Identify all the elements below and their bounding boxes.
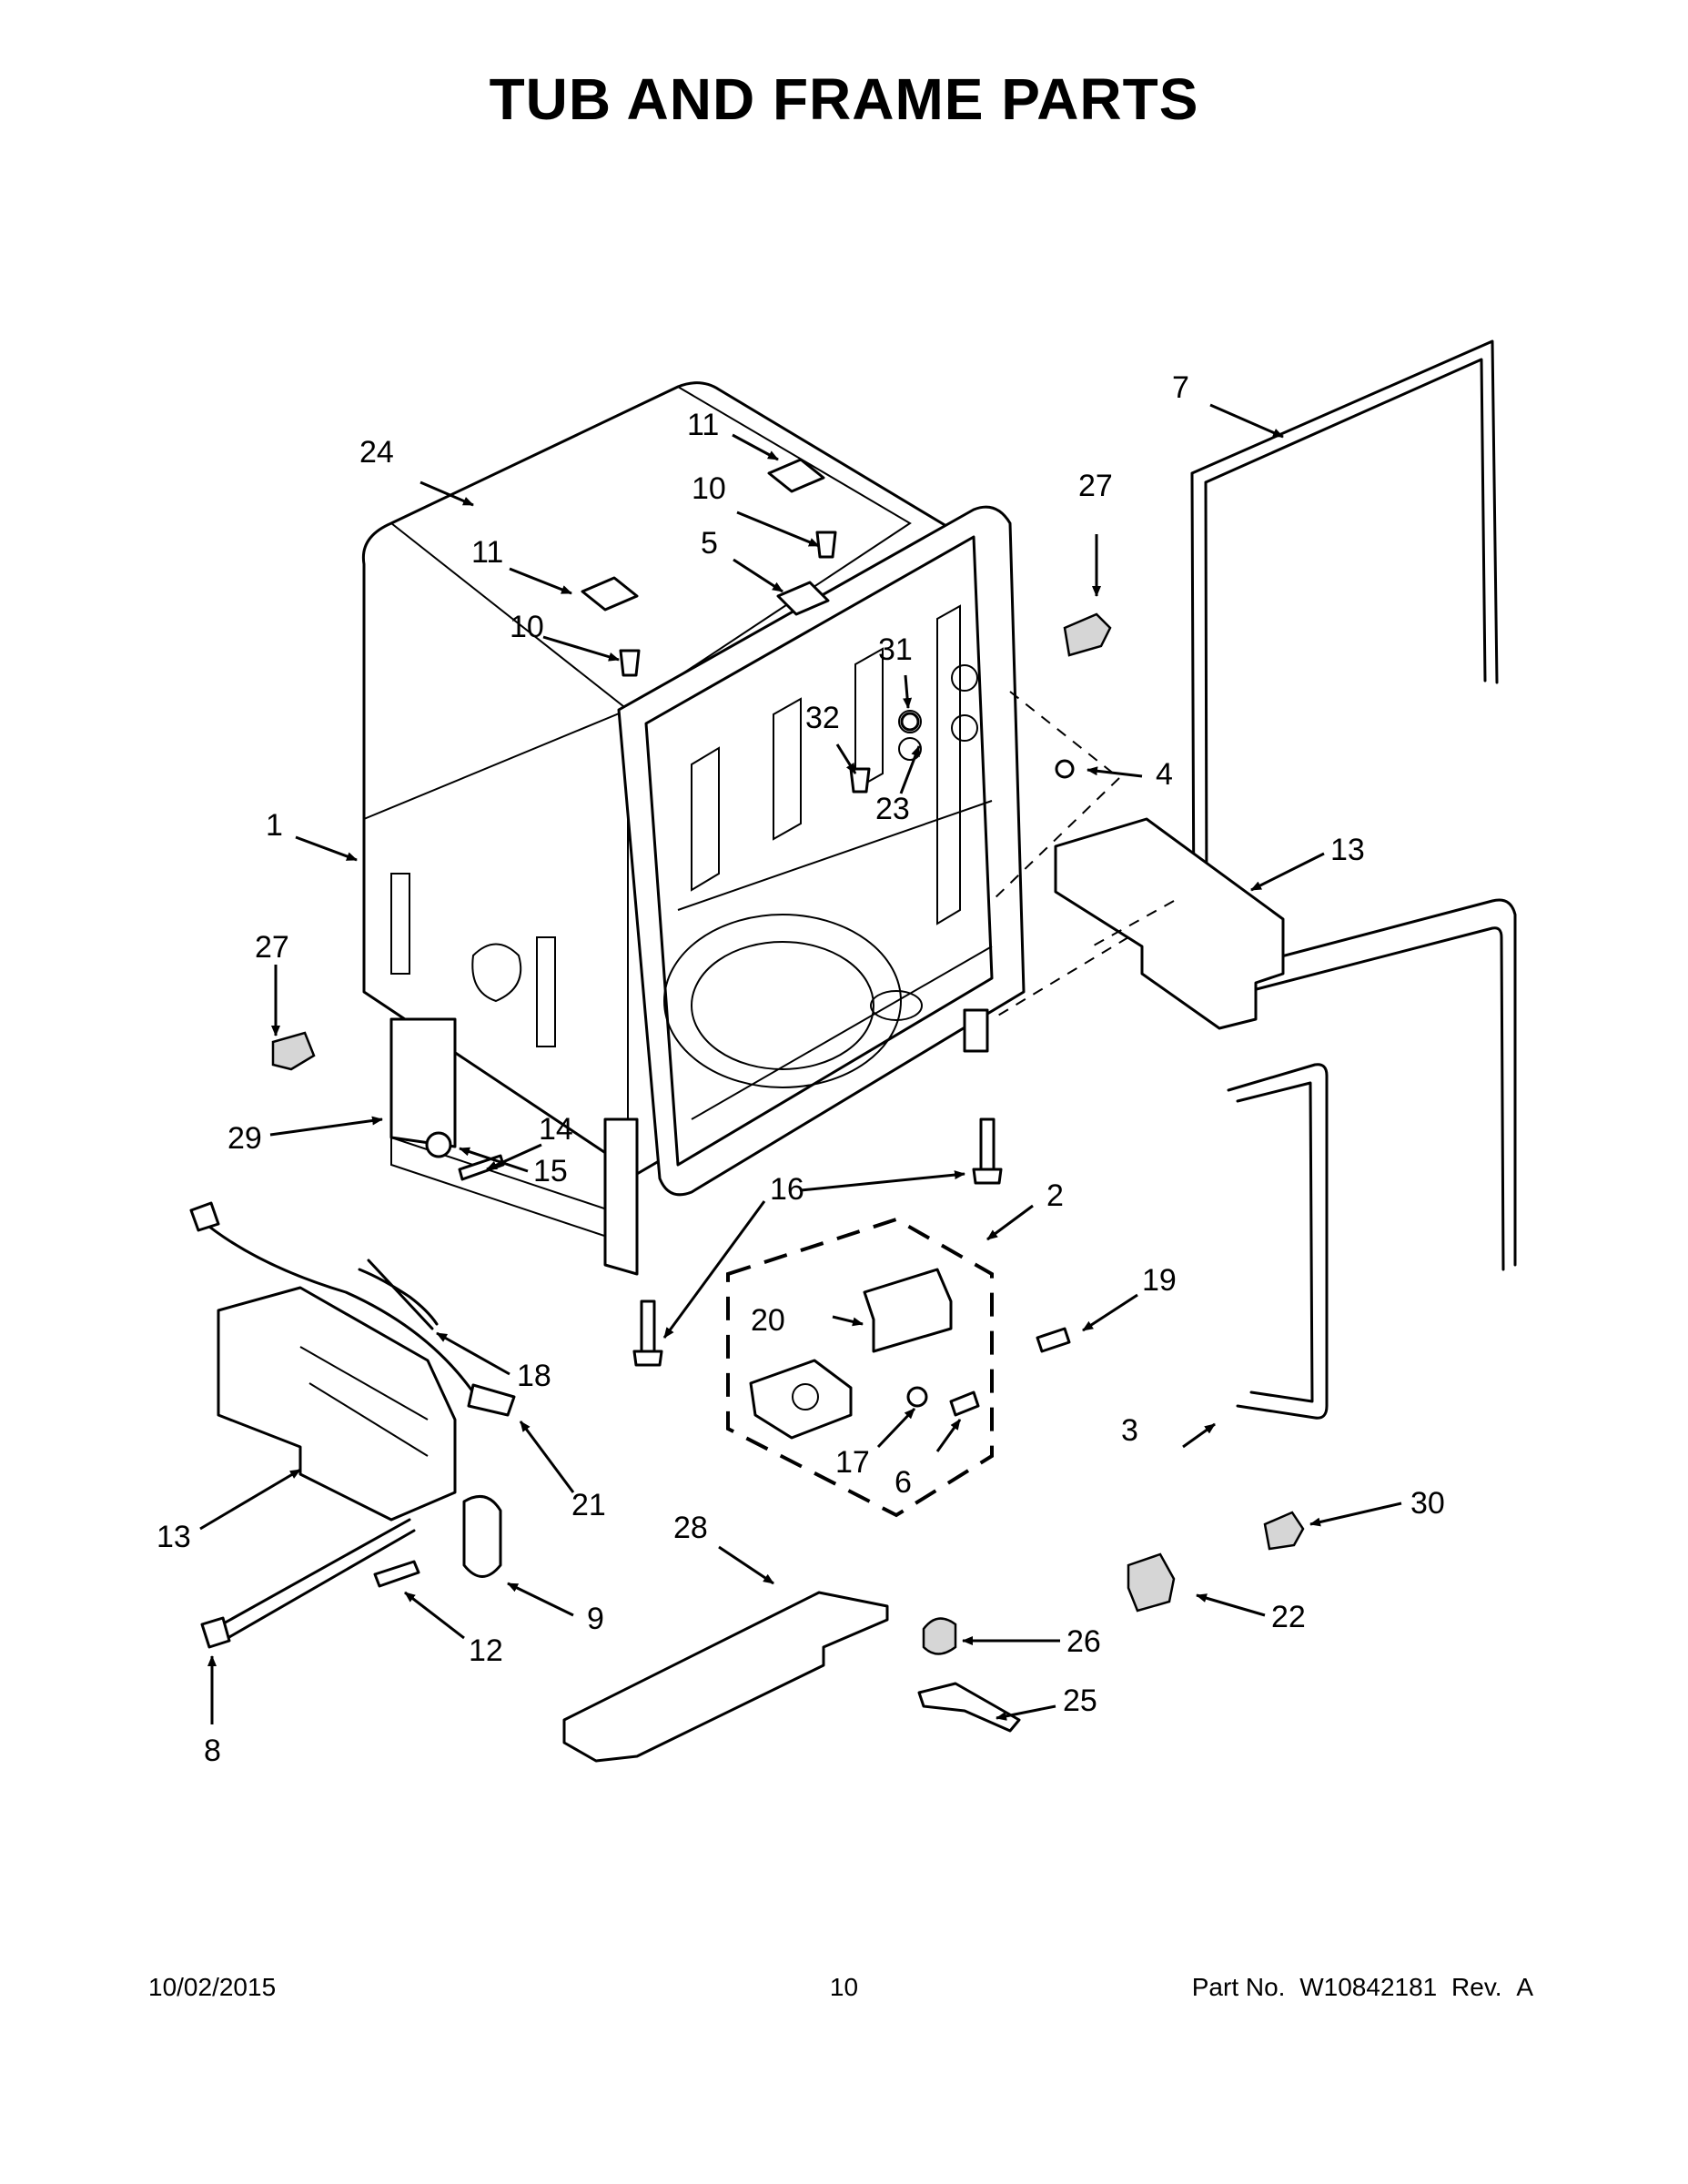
screw-19 bbox=[1036, 1327, 1071, 1353]
part-no-label: Part No. bbox=[1191, 1973, 1286, 2001]
clip-27a bbox=[1063, 612, 1112, 657]
callout-5: 5 bbox=[701, 526, 718, 561]
screw-12 bbox=[373, 1560, 420, 1588]
screw-10b bbox=[619, 649, 641, 677]
leveling-leg-16a bbox=[979, 1117, 996, 1171]
callout-4: 4 bbox=[1156, 757, 1173, 792]
callout-31: 31 bbox=[878, 632, 913, 667]
callout-16: 16 bbox=[770, 1172, 804, 1207]
callout-3: 3 bbox=[1121, 1413, 1138, 1448]
bracket-25 bbox=[917, 1682, 1021, 1733]
callout-21: 21 bbox=[571, 1488, 606, 1522]
rev-label: Rev. bbox=[1451, 1973, 1502, 2001]
callout-25: 25 bbox=[1063, 1684, 1097, 1718]
plate-28 bbox=[562, 1591, 889, 1763]
callout-22: 22 bbox=[1271, 1600, 1306, 1634]
grommet-9 bbox=[462, 1494, 502, 1578]
vent-5 bbox=[776, 581, 830, 616]
callout-19: 19 bbox=[1142, 1263, 1177, 1298]
wire-harness-21 bbox=[198, 1218, 507, 1408]
tub-assembly bbox=[361, 381, 1026, 1276]
footer-part-number: Part No. W10842181 Rev. A bbox=[1185, 1973, 1533, 2002]
callout-6: 6 bbox=[895, 1465, 912, 1500]
callout-29: 29 bbox=[227, 1121, 262, 1156]
callout-20: 20 bbox=[751, 1303, 785, 1338]
callout-10a: 10 bbox=[692, 471, 726, 506]
cable-tie-8 bbox=[212, 1518, 416, 1643]
screw-10a bbox=[815, 531, 837, 559]
callout-28: 28 bbox=[673, 1511, 708, 1545]
bracket-20 bbox=[863, 1268, 953, 1353]
callout-32: 32 bbox=[805, 701, 840, 735]
callout-1: 1 bbox=[266, 808, 283, 843]
callout-23: 23 bbox=[875, 792, 910, 826]
callout-8: 8 bbox=[204, 1734, 221, 1768]
footer-date: 10/02/2015 bbox=[148, 1973, 277, 2001]
part-no-value: W10842181 bbox=[1299, 1973, 1438, 2001]
callout-9: 9 bbox=[587, 1602, 604, 1636]
insulation-13a bbox=[1054, 817, 1285, 1030]
page-title: TUB AND FRAME PARTS bbox=[489, 66, 1199, 132]
callout-10b: 10 bbox=[510, 610, 544, 644]
screw-32 bbox=[849, 767, 871, 794]
screw-14 bbox=[458, 1154, 505, 1181]
callout-24: 24 bbox=[359, 435, 394, 470]
callout-26: 26 bbox=[1066, 1624, 1101, 1659]
callout-18: 18 bbox=[517, 1359, 551, 1393]
clip-30 bbox=[1263, 1511, 1305, 1551]
insulation-13b bbox=[217, 1286, 457, 1522]
callout-7: 7 bbox=[1172, 370, 1189, 405]
leveling-leg-16b bbox=[640, 1299, 656, 1353]
clip-27b bbox=[271, 1031, 316, 1071]
plug-4 bbox=[1055, 759, 1075, 779]
callout-11b: 11 bbox=[471, 535, 503, 570]
callout-15: 15 bbox=[533, 1154, 568, 1188]
callout-12: 12 bbox=[469, 1633, 503, 1668]
callout-2: 2 bbox=[1046, 1178, 1064, 1213]
hinge-bracket-11a bbox=[767, 458, 825, 493]
callout-13b: 13 bbox=[157, 1520, 191, 1554]
grommet-15 bbox=[425, 1131, 452, 1158]
switch-22 bbox=[1127, 1552, 1176, 1613]
footer-page-number: 10 bbox=[829, 1973, 859, 2001]
kit-2-boundary bbox=[726, 1217, 994, 1518]
sensor-26 bbox=[922, 1617, 957, 1655]
switch-housing bbox=[749, 1359, 853, 1440]
callout-17: 17 bbox=[835, 1445, 870, 1480]
door-gasket-7 bbox=[1190, 339, 1499, 930]
callout-30: 30 bbox=[1410, 1486, 1445, 1521]
callout-11a: 11 bbox=[687, 408, 719, 442]
rev-value: A bbox=[1516, 1973, 1533, 2001]
screw-6 bbox=[949, 1390, 980, 1417]
callout-13a: 13 bbox=[1330, 833, 1365, 867]
callout-14: 14 bbox=[539, 1112, 573, 1147]
callout-27b: 27 bbox=[255, 930, 289, 965]
leader-lines bbox=[199, 403, 1402, 1724]
callout-27a: 27 bbox=[1078, 469, 1113, 503]
hinge-bracket-11b bbox=[581, 576, 639, 612]
washer-17 bbox=[906, 1386, 928, 1408]
fitting-31 bbox=[900, 712, 920, 732]
spring-18 bbox=[358, 1259, 439, 1330]
